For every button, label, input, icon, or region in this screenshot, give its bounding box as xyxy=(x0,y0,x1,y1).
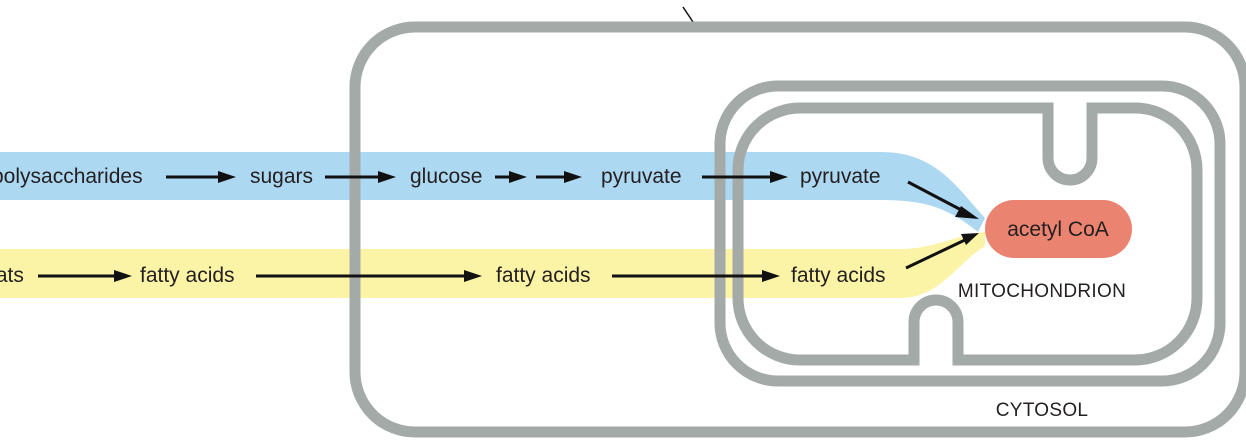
arrow-pyruvate-to-acetyl-coa xyxy=(907,180,968,215)
acetyl-coa-pill xyxy=(985,200,1132,258)
glucose-label: glucose xyxy=(410,165,482,188)
fats-label: fats xyxy=(0,264,24,287)
arrowhead-sugars-to-glucose xyxy=(378,171,396,183)
acetyl-coa-label: acetyl CoA xyxy=(1007,218,1109,241)
carbohydrate-pathway-band xyxy=(0,152,985,232)
mitochondrion-inner-membrane xyxy=(732,102,1203,366)
fatty-acids-mitochondrion-label: fatty acids xyxy=(791,264,886,287)
arrowhead-pyruvate-to-mitochondrion xyxy=(770,171,788,183)
arrowhead-pyruvate-to-acetyl-coa xyxy=(955,206,979,219)
arrowhead-fatty-acids-to-mitochondrion xyxy=(762,270,780,282)
arrowhead-polysaccharides-to-sugars xyxy=(218,171,236,183)
pyruvate-mitochondrion-label: pyruvate xyxy=(800,165,881,188)
mitochondrion-outer-membrane xyxy=(714,80,1226,387)
mitochondrion-label: MITOCHONDRION xyxy=(958,281,1126,302)
sugars-label: sugars xyxy=(250,165,313,188)
cytosol-label: CYTOSOL xyxy=(996,400,1089,421)
arrowhead-glucose-step-1 xyxy=(509,171,527,183)
fatty-acids-outside-label: fatty acids xyxy=(140,264,235,287)
cell-membrane xyxy=(349,21,1246,438)
arrows-fat xyxy=(38,233,979,282)
arrow-fatty-acids-to-acetyl-coa xyxy=(905,237,968,270)
arrows-carbohydrate xyxy=(166,171,979,219)
fatty-acids-cytosol-label: fatty acids xyxy=(496,264,591,287)
arrowhead-fatty-acids-to-acetyl-coa xyxy=(961,233,979,245)
polysaccharides-label: polysaccharides xyxy=(0,165,143,188)
arrowhead-fatty-acids-to-cytosol xyxy=(464,270,482,282)
arrowhead-glucose-step-2 xyxy=(564,171,582,183)
pyruvate-cytosol-label: pyruvate xyxy=(601,165,682,188)
arrowhead-fats-to-fatty-acids xyxy=(114,270,132,282)
